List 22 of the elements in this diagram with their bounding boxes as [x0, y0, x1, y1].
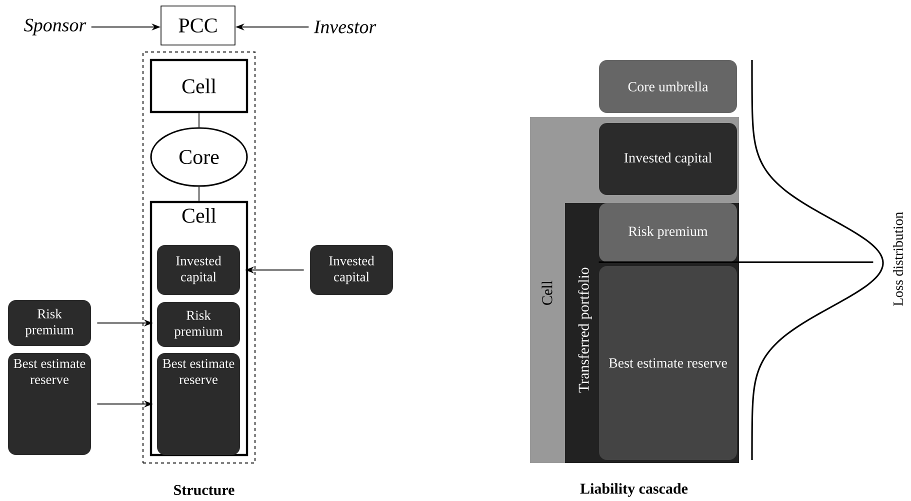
- connector-line: [198, 112, 200, 128]
- axis-label: Loss distribution: [893, 212, 903, 306]
- loss-curve: [751, 60, 884, 460]
- party-label: Sponsor: [24, 18, 86, 36]
- dashed-boundary: [142, 52, 256, 464]
- leader-line: [598, 261, 874, 263]
- layer-box: Best estimate reserve: [599, 266, 737, 460]
- caption: Structure: [174, 484, 234, 496]
- layer-box: Core umbrella: [599, 60, 737, 113]
- component-box: Invested capital: [310, 245, 393, 295]
- component-box: Risk premium: [157, 302, 240, 347]
- caption: Liability cascade: [580, 483, 688, 497]
- pcc-box: PCC: [160, 6, 236, 46]
- layer-box: Invested capital: [599, 123, 737, 195]
- party-label: Investor: [314, 20, 376, 34]
- component-box: Risk premium: [8, 300, 91, 346]
- component-box: Best estimate reserve: [157, 353, 240, 455]
- component-box: Invested capital: [157, 245, 240, 295]
- cell-box: Cell: [150, 58, 248, 114]
- layer-box: Risk premium: [599, 203, 737, 262]
- component-box: Best estimate reserve: [8, 353, 91, 455]
- connector-line: [198, 186, 200, 202]
